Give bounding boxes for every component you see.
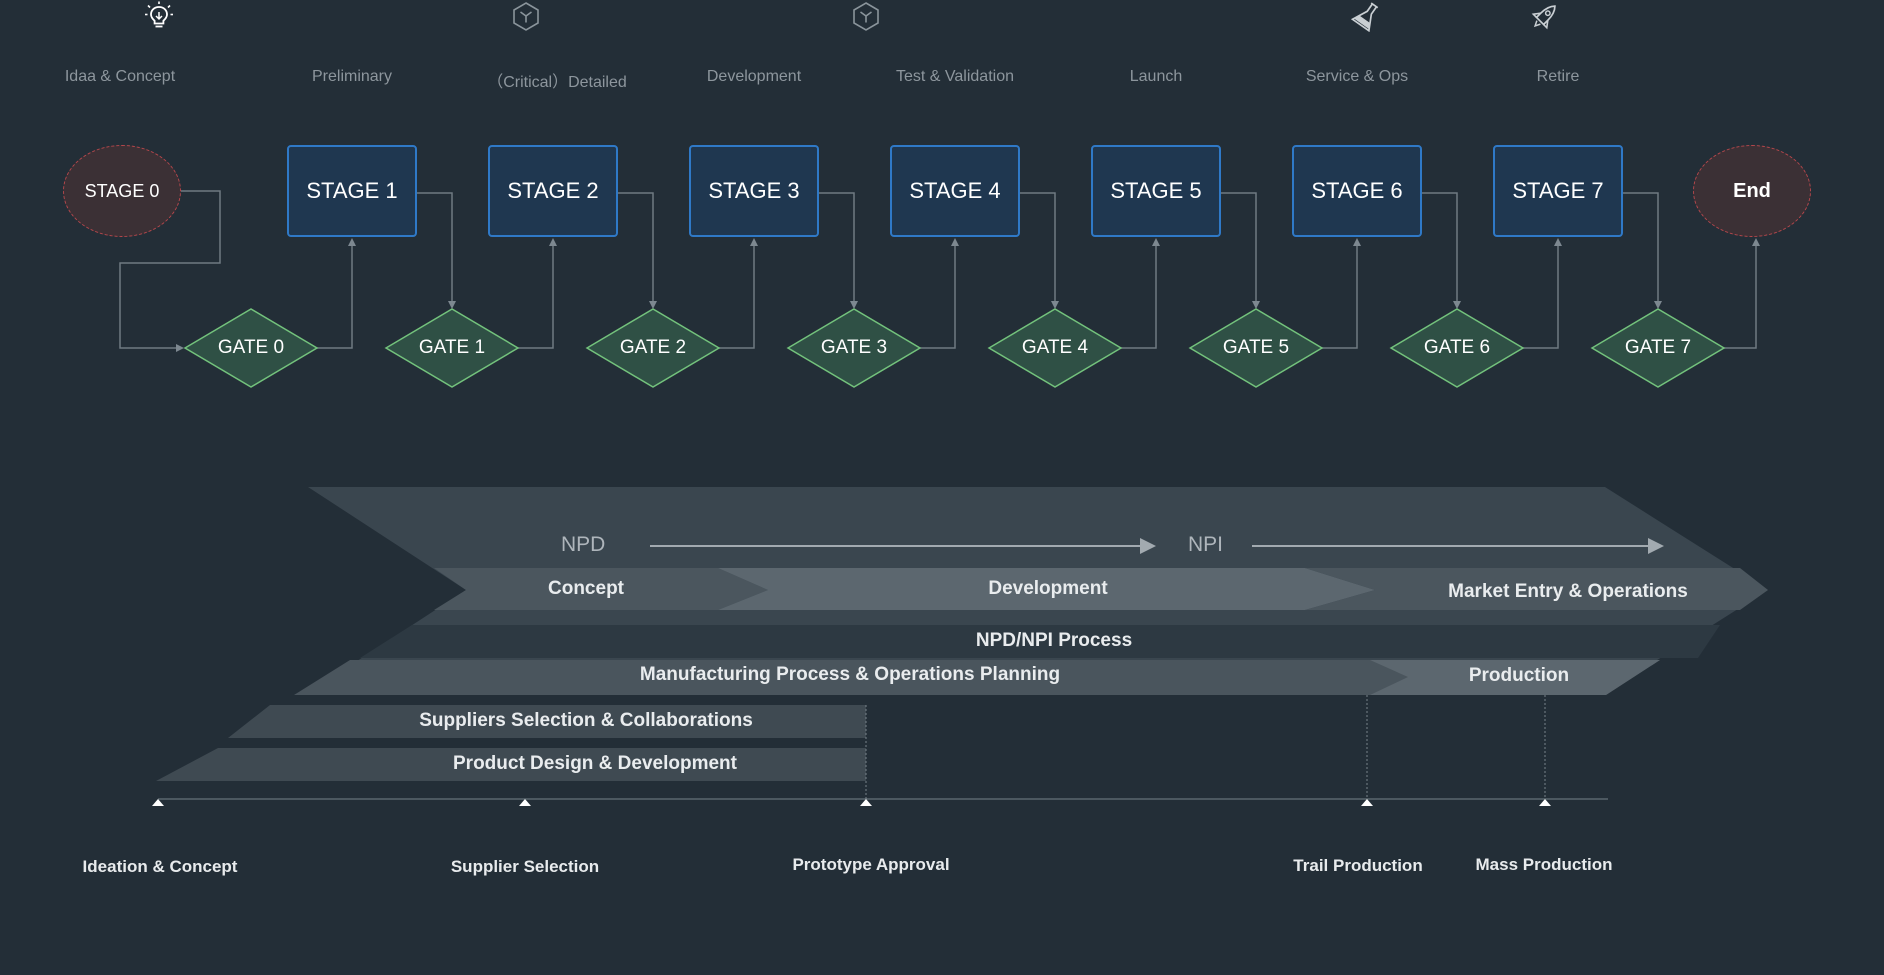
connector-stage4-gate4	[1020, 192, 1059, 309]
end-node[interactable]: End	[1693, 145, 1811, 237]
stage-5-box[interactable]: STAGE 5	[1091, 145, 1221, 237]
cube-icon	[853, 2, 879, 31]
stage-0-node[interactable]: STAGE 0	[63, 145, 181, 237]
milestone-mass-label: Mass Production	[1475, 855, 1613, 874]
planning-band	[294, 660, 1660, 695]
npd-label: NPD	[561, 533, 606, 556]
connector-gate3-stage4	[920, 238, 959, 349]
timeline-ticks	[152, 799, 1551, 806]
production-label: Production	[1468, 665, 1570, 686]
npi-label: NPI	[1188, 533, 1224, 556]
timeline-marker-1	[519, 799, 531, 806]
concept-label: Concept	[548, 578, 624, 599]
gate-7-label: GATE 7	[1624, 337, 1692, 358]
flask-icon	[1351, 2, 1379, 32]
milestone-ideation-label: Ideation & Concept	[82, 857, 238, 876]
connector-gate1-stage2	[518, 238, 557, 349]
connector-stage2-gate2	[618, 192, 657, 309]
gate-3-diamond	[786, 308, 922, 388]
npd-arrowhead	[1140, 538, 1156, 554]
stage-2-box[interactable]: STAGE 2	[488, 145, 618, 237]
timeline-marker-2	[860, 799, 872, 806]
gate-4-label: GATE 4	[1021, 337, 1089, 358]
connector-gate2-stage3	[719, 238, 758, 349]
timeline-marker-3	[1361, 799, 1373, 806]
gate-3-label: GATE 3	[820, 337, 888, 358]
product-design-band	[156, 748, 866, 781]
lightbulb-icon	[145, 1, 173, 28]
gate-1-label: GATE 1	[418, 337, 486, 358]
connector-stage0-gate0	[119, 190, 221, 352]
gate-2-label: GATE 2	[619, 337, 687, 358]
gate-4-diamond	[987, 308, 1123, 388]
npi-arrowhead	[1648, 538, 1664, 554]
production-band	[1370, 660, 1660, 695]
stage-7-box[interactable]: STAGE 7	[1493, 145, 1623, 237]
connector-stage6-gate6	[1422, 192, 1461, 309]
connector-stage7-gate7	[1623, 192, 1662, 309]
phase-label: Preliminary	[311, 68, 392, 85]
phase-label: Retire	[1536, 68, 1580, 85]
gate-7-diamond	[1590, 308, 1726, 388]
milestone-supplier-label: Supplier Selection	[450, 857, 600, 876]
planning-label: Manufacturing Process & Operations Plann…	[639, 664, 1061, 685]
milestone-prototype-label: Prototype Approval	[792, 855, 950, 874]
gate-2-diamond	[585, 308, 721, 388]
cube-icon	[513, 2, 539, 31]
product-design-label: Product Design & Development	[453, 753, 737, 774]
stage-4-box[interactable]: STAGE 4	[890, 145, 1020, 237]
phase-label: Development	[706, 68, 802, 85]
stage-1-box[interactable]: STAGE 1	[287, 145, 417, 237]
npd-npi-process-label: NPD/NPI Process	[975, 630, 1133, 651]
timeline-marker-4	[1539, 799, 1551, 806]
connector-gate7-stage8	[1724, 238, 1760, 349]
gate-6-label: GATE 6	[1423, 337, 1491, 358]
connector-stage3-gate3	[819, 192, 858, 309]
process-band	[360, 625, 1720, 658]
stage-6-box[interactable]: STAGE 6	[1292, 145, 1422, 237]
connector-gate6-stage7	[1523, 238, 1562, 349]
gate-0-diamond	[183, 308, 319, 388]
phase-label: （Critical）Detailed	[487, 74, 627, 91]
market-entry-label: Market Entry & Operations	[1448, 581, 1688, 602]
connector-stage1-gate1	[417, 192, 456, 309]
phase-label: Test & Validation	[896, 68, 1014, 85]
phase-label: Idaa & Concept	[64, 68, 176, 85]
stage-3-box[interactable]: STAGE 3	[689, 145, 819, 237]
gate-1-diamond	[384, 308, 520, 388]
connector-gate4-stage5	[1121, 238, 1160, 349]
phase-label: Launch	[1129, 68, 1183, 85]
timeline-marker-0	[152, 799, 164, 806]
gate-0-label: GATE 0	[217, 337, 285, 358]
market-band	[1305, 568, 1768, 610]
connector-stage5-gate5	[1221, 192, 1260, 309]
connector-gate5-stage6	[1322, 238, 1361, 349]
connector-lines	[317, 192, 1760, 349]
gate-5-diamond	[1188, 308, 1324, 388]
development-label: Development	[988, 578, 1108, 599]
gate-6-diamond	[1389, 308, 1525, 388]
concept-band	[434, 568, 768, 610]
rocket-icon	[1531, 5, 1556, 30]
milestone-trail-label: Trail Production	[1293, 856, 1423, 875]
gate-5-label: GATE 5	[1222, 337, 1290, 358]
suppliers-band	[228, 705, 866, 738]
connector-gate0-stage1	[317, 238, 356, 349]
phase-label: Service & Ops	[1305, 68, 1409, 85]
suppliers-label: Suppliers Selection & Collaborations	[419, 710, 753, 731]
development-band	[718, 568, 1375, 610]
gate-shapes	[183, 308, 1726, 388]
